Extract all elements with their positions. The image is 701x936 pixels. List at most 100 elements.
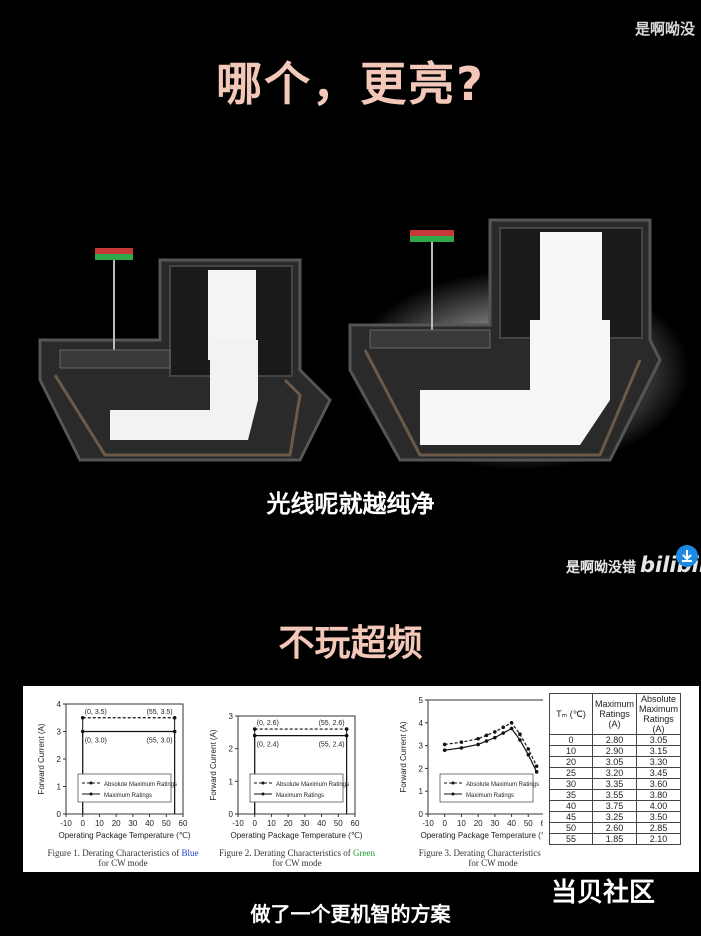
data-point — [442, 748, 447, 752]
y-tick-label: 5 — [419, 696, 424, 705]
data-point — [501, 731, 506, 735]
y-tick-label: 3 — [229, 712, 234, 721]
table-cell: 10 — [549, 745, 593, 757]
x-tick-label: 50 — [162, 819, 171, 828]
x-tick-label: -10 — [232, 819, 244, 828]
x-axis-label: Operating Package Temperature (℃) — [420, 831, 543, 840]
table-cell: 25 — [549, 767, 593, 779]
engine-right — [348, 218, 690, 470]
legend-label: Maximum Ratings — [276, 793, 324, 799]
x-tick-label: 30 — [300, 819, 309, 828]
y-tick-label: 2 — [419, 764, 424, 773]
legend-label: Maximum Ratings — [104, 793, 152, 799]
data-point — [509, 726, 514, 731]
table-cell: 0 — [549, 734, 593, 746]
table-cell: 3.80 — [636, 789, 682, 801]
data-point — [509, 721, 514, 725]
figure-caption-line2: for CW mode — [98, 858, 147, 868]
legend-marker — [89, 781, 93, 785]
legend-marker — [261, 792, 265, 796]
series-line — [444, 727, 538, 773]
table-header-cell: Tₘ (℃) — [549, 693, 593, 735]
table-cell: 3.05 — [636, 734, 682, 746]
y-tick-label: 2 — [229, 745, 234, 754]
y-tick-label: 1 — [419, 787, 424, 796]
legend-marker — [89, 792, 93, 796]
x-tick-label: 30 — [128, 819, 137, 828]
table-cell: 3.60 — [636, 778, 682, 790]
y-tick-label: 1 — [229, 777, 234, 786]
table-cell: 3.25 — [591, 811, 638, 823]
x-tick-label: 0 — [252, 819, 257, 828]
table-cell: 2.85 — [636, 822, 682, 834]
data-point — [442, 742, 447, 747]
x-tick-label: 10 — [457, 819, 466, 828]
y-tick-label: 3 — [419, 742, 424, 751]
x-tick-label: 60 — [351, 819, 360, 828]
y-tick-label: 0 — [229, 810, 234, 819]
data-point — [534, 770, 539, 774]
data-annotation: (0, 2.6) — [257, 720, 279, 727]
data-point — [493, 735, 497, 740]
data-point — [501, 725, 506, 730]
data-point — [518, 738, 522, 742]
plot-frame — [427, 699, 543, 815]
channel-watermark-top: 是啊呦没 — [634, 20, 695, 38]
data-point — [344, 733, 349, 738]
data-point — [526, 747, 531, 751]
table-cell: 1.85 — [591, 833, 638, 845]
subtitle-caption-1: 光线呢就越纯净 — [266, 490, 435, 518]
download-icon[interactable] — [676, 545, 698, 567]
figure-caption: Figure 1. Derating Characteristics of Bl… — [48, 848, 199, 858]
data-annotation: (55, 3.5) — [147, 709, 173, 716]
table-cell: 3.45 — [636, 767, 682, 779]
table-cell: 2.10 — [636, 833, 682, 845]
y-tick-label: 4 — [419, 719, 424, 728]
data-annotation: (0, 3.0) — [85, 738, 107, 745]
table-cell: 3.55 — [591, 789, 638, 801]
x-tick-label: 10 — [267, 819, 276, 828]
channel-watermark: 是啊呦没错 — [566, 560, 636, 576]
x-tick-label: 50 — [524, 819, 533, 828]
figure-caption: Figure 2. Derating Characteristics of Gr… — [219, 848, 375, 858]
table-cell: 3.15 — [636, 745, 682, 757]
x-tick-label: 0 — [442, 819, 447, 828]
data-point — [459, 740, 464, 744]
data-point — [518, 732, 522, 736]
y-axis-label: Forward Current (A) — [399, 721, 408, 792]
table-cell: 3.30 — [636, 756, 682, 768]
data-annotation: (55, 2.6) — [319, 720, 345, 727]
x-tick-label: 20 — [112, 819, 121, 828]
table-cell: 3.05 — [591, 756, 638, 768]
table-cell: 45 — [549, 811, 593, 823]
x-tick-label: 20 — [474, 819, 483, 828]
table-cell: 30 — [549, 778, 593, 790]
y-tick-label: 4 — [57, 700, 62, 709]
table-cell: 3.50 — [636, 811, 682, 823]
y-tick-label: 1 — [57, 783, 62, 792]
table-cell: 3.35 — [591, 778, 638, 790]
legend-label: Absolute Maximum Ratings — [104, 782, 177, 788]
table-header-cell: Absolute Maximum Ratings (A) — [636, 693, 682, 735]
data-point — [484, 733, 489, 738]
table-cell: 40 — [549, 800, 593, 812]
legend-box — [249, 773, 344, 803]
y-tick-label: 2 — [57, 755, 62, 764]
x-axis-label: Operating Package Temperature (℃) — [58, 831, 190, 840]
series-line — [444, 722, 538, 767]
x-tick-label: 40 — [317, 819, 326, 828]
x-tick-label: 10 — [95, 819, 104, 828]
table-header-cell: Maximum Ratings (A) — [591, 693, 638, 735]
derating-table: Tₘ (℃)Maximum Ratings (A)Absolute Maximu… — [549, 693, 682, 845]
x-tick-label: 40 — [145, 819, 154, 828]
table-cell: 55 — [549, 833, 593, 845]
